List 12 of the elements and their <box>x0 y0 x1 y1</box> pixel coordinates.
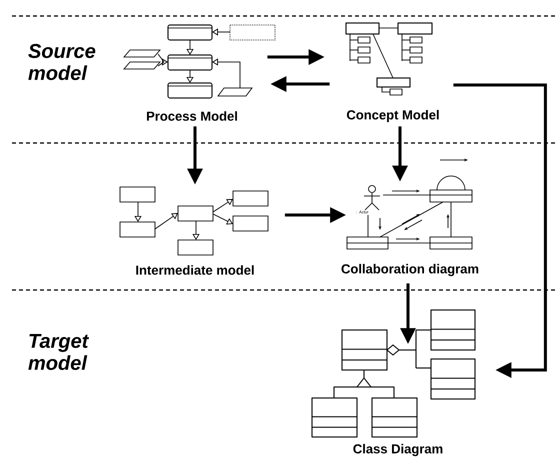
diagram-caption: Intermediate model <box>136 265 254 275</box>
concept-model-drawing <box>346 22 432 96</box>
side-heading: Source model <box>28 44 96 80</box>
class-diagram-drawing <box>312 310 476 438</box>
side-heading: Target model <box>28 334 90 370</box>
diagram-caption: Concept Model <box>346 110 439 122</box>
diagram-caption: Class Diagram <box>353 444 442 456</box>
arrow <box>453 84 547 378</box>
collaboration-diagram-drawing <box>346 158 472 250</box>
intermediate-model-drawing <box>120 186 268 256</box>
diagram-caption: Collaboration diagram <box>342 264 478 276</box>
diagram-caption: Process Model <box>147 111 237 121</box>
